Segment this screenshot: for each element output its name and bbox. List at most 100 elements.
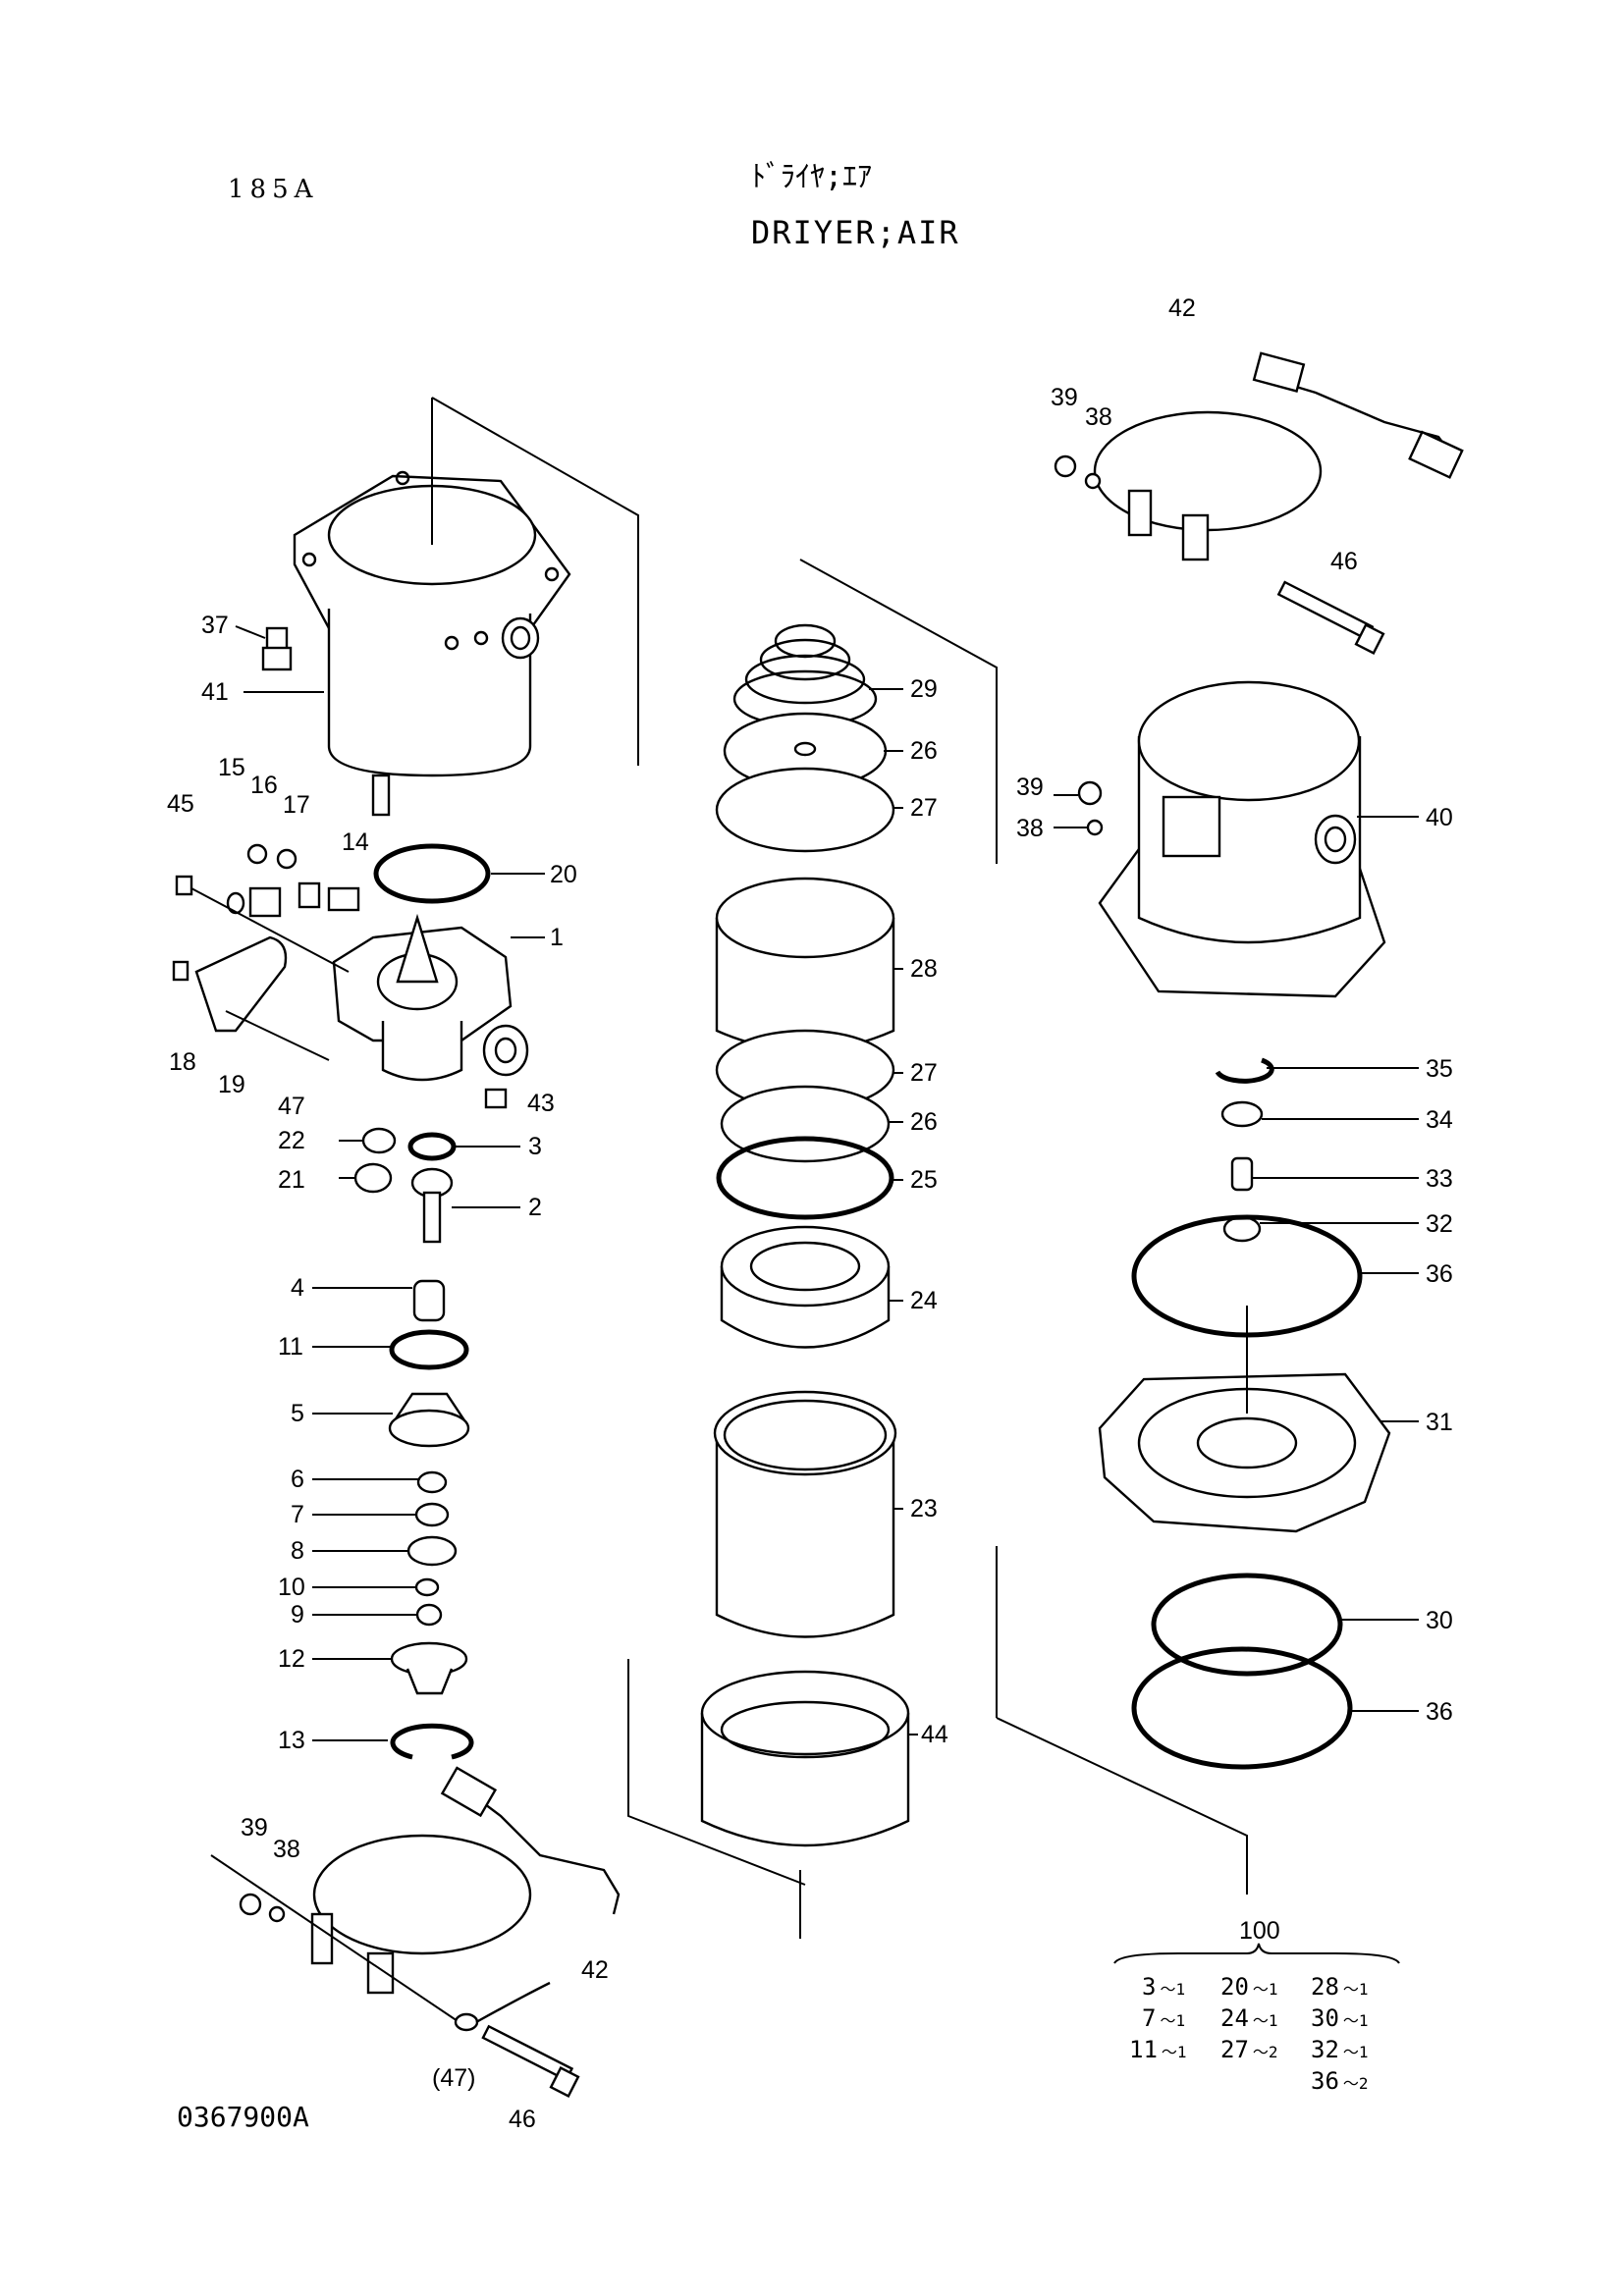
callout-39-left: 39 — [241, 1814, 268, 1842]
part-cover-plate-19 — [172, 935, 330, 1061]
callout-18: 18 — [169, 1048, 196, 1076]
kit-item: 36～2 — [1311, 2067, 1369, 2095]
callout-32: 32 — [1426, 1210, 1453, 1238]
part-stem-2 — [410, 1167, 454, 1244]
callout-19: 19 — [218, 1071, 245, 1098]
part-valve-body-1 — [332, 913, 529, 1109]
part-nut-21 — [353, 1162, 393, 1194]
callout-47: 47 — [278, 1093, 305, 1120]
callout-29: 29 — [910, 675, 938, 703]
part-canister-40 — [1077, 680, 1386, 998]
callout-2: 2 — [528, 1194, 542, 1221]
callout-26-lower: 26 — [910, 1108, 938, 1136]
part-oring-20 — [373, 843, 491, 904]
callout-28: 28 — [910, 955, 938, 983]
callout-42-lower: 42 — [581, 1956, 609, 1984]
part-seal-7 — [414, 1502, 450, 1527]
callout-3: 3 — [528, 1133, 542, 1160]
part-plate-31 — [1098, 1306, 1391, 1533]
part-oring-36-lower — [1131, 1646, 1353, 1770]
part-case-23 — [713, 1390, 897, 1638]
part-solenoid-14 — [175, 843, 360, 973]
part-washer-32 — [1222, 1215, 1262, 1243]
callout-45: 45 — [167, 790, 194, 818]
callout-27-upper: 27 — [910, 794, 938, 822]
callout-23: 23 — [910, 1495, 938, 1522]
callout-42-upper: 42 — [1168, 294, 1196, 322]
part-housing-12 — [390, 1641, 468, 1695]
callout-46-upper: 46 — [1330, 548, 1358, 575]
part-ring-10 — [414, 1577, 440, 1597]
part-cartridge-28 — [715, 877, 895, 1052]
callout-5: 5 — [291, 1400, 304, 1427]
callout-8: 8 — [291, 1537, 304, 1565]
callout-33: 33 — [1426, 1165, 1453, 1193]
part-felt-27-upper — [715, 767, 895, 853]
part-snap-ring-35 — [1215, 1057, 1274, 1084]
callout-12: 12 — [278, 1645, 305, 1673]
part-mesh-44 — [700, 1670, 910, 1847]
callout-13: 13 — [278, 1727, 305, 1754]
part-cover-41 — [293, 397, 639, 817]
part-oring-11 — [389, 1329, 469, 1370]
part-clip-6 — [416, 1470, 448, 1494]
callout-36-lower: 36 — [1426, 1698, 1453, 1726]
part-seat-8 — [406, 1535, 458, 1567]
callout-9: 9 — [291, 1601, 304, 1629]
callout-35: 35 — [1426, 1055, 1453, 1083]
part-oring-30 — [1151, 1573, 1343, 1677]
kit-item: 11～1 — [1129, 2036, 1187, 2063]
callout-38-right: 38 — [1016, 815, 1044, 842]
part-ring-25 — [716, 1136, 894, 1220]
kit-item: 20～1 — [1220, 1973, 1278, 2001]
part-spring-33 — [1230, 1156, 1254, 1192]
callout-7: 7 — [291, 1501, 304, 1528]
callout-14: 14 — [342, 828, 369, 856]
part-bracket-42-upper — [1054, 351, 1464, 655]
kit-item: 3～1 — [1142, 1973, 1186, 2001]
callout-34: 34 — [1426, 1106, 1453, 1134]
part-nut-9 — [415, 1603, 443, 1627]
page-code: 185A — [228, 175, 319, 204]
callout-27-lower: 27 — [910, 1059, 938, 1087]
callout-37: 37 — [201, 612, 229, 639]
callout-25: 25 — [910, 1166, 938, 1194]
callout-16: 16 — [250, 772, 278, 799]
callout-38-left: 38 — [273, 1836, 300, 1863]
part-cap-34 — [1220, 1100, 1264, 1128]
kit-item: 27～2 — [1220, 2036, 1278, 2063]
part-bracket-42-lower — [210, 1766, 621, 2098]
callout-41: 41 — [201, 678, 229, 706]
part-oring-3 — [407, 1132, 457, 1161]
callout-17: 17 — [283, 791, 310, 819]
title-english: DRIYER;AIR — [751, 214, 960, 251]
callout-10: 10 — [278, 1574, 305, 1601]
part-spring-4 — [412, 1279, 446, 1322]
kit-item: 32～1 — [1311, 2036, 1369, 2063]
callout-46-lower: 46 — [509, 2106, 536, 2133]
callout-40: 40 — [1426, 804, 1453, 831]
callout-20: 20 — [550, 861, 577, 888]
part-sleeve-24 — [720, 1225, 891, 1349]
callout-39-upper: 39 — [1051, 384, 1078, 411]
callout-6: 6 — [291, 1466, 304, 1493]
kit-item: 30～1 — [1311, 2004, 1369, 2032]
callout-38-upper: 38 — [1085, 403, 1112, 431]
callout-39-right: 39 — [1016, 774, 1044, 801]
callout-43: 43 — [527, 1090, 555, 1117]
callout-44: 44 — [921, 1721, 948, 1748]
kit-item: 28～1 — [1311, 1973, 1369, 2001]
kit-assembly-number: 100 — [1239, 1917, 1280, 1945]
callout-47-paren: (47) — [432, 2064, 475, 2092]
kit-item: 7～1 — [1142, 2004, 1186, 2032]
callout-24: 24 — [910, 1287, 938, 1314]
part-piston-5 — [388, 1392, 470, 1448]
callout-1: 1 — [550, 924, 564, 951]
callout-11: 11 — [278, 1333, 303, 1361]
title-japanese: ﾄﾞﾗｲﾔ;ｴｱ — [751, 160, 873, 194]
callout-36-upper: 36 — [1426, 1260, 1453, 1288]
part-washer-22 — [361, 1127, 397, 1154]
callout-21: 21 — [278, 1166, 305, 1194]
callout-26-upper: 26 — [910, 737, 938, 765]
